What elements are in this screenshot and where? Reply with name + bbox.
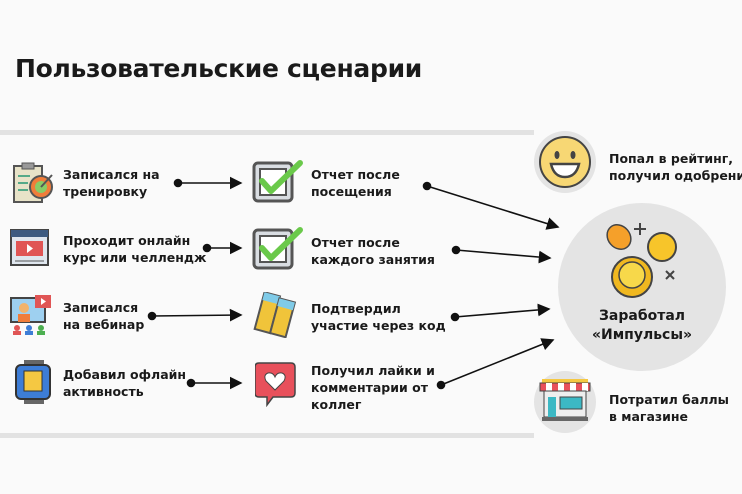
arrow-8: [436, 338, 555, 390]
clipboard-target-icon: [13, 162, 53, 203]
label: коллег: [311, 397, 362, 412]
confirmation-1: Отчет после посещения: [311, 166, 400, 200]
label: каждого занятия: [311, 252, 435, 267]
arrow-3: [147, 308, 243, 322]
bottom-divider: [0, 433, 534, 438]
label: в магазине: [609, 409, 689, 424]
earned-text: Заработал «Импульсы»: [558, 307, 726, 345]
label: «Импульсы»: [591, 327, 693, 343]
label: Заработал: [598, 308, 686, 324]
label: Отчет после: [311, 167, 400, 182]
label: посещения: [311, 184, 392, 199]
arrow-7: [450, 303, 551, 322]
earned-impulses-node: Заработал «Импульсы»: [558, 203, 726, 371]
action-scenario-3: Записался на вебинар: [63, 299, 144, 333]
store-icon: [539, 379, 591, 421]
webinar-icon: [10, 295, 51, 335]
confirmation-4: Получил лайки и комментарии от коллег: [311, 362, 435, 413]
arrow-1: [173, 176, 243, 190]
action-scenario-4: Добавил офлайн активность: [63, 366, 186, 400]
label: комментарии от: [311, 380, 428, 395]
label: на вебинар: [63, 317, 145, 332]
video-course-icon: [10, 229, 49, 266]
arrow-2: [202, 241, 243, 255]
label: Отчет после: [311, 235, 400, 250]
arrow-5: [422, 181, 560, 230]
coins-icon: [606, 223, 677, 298]
action-scenario-1: Записался на тренировку: [63, 166, 160, 200]
arrow-4: [186, 376, 243, 390]
confirmation-3: Подтвердил участие через код: [311, 300, 446, 334]
arrow-6: [451, 245, 552, 264]
label: Получил лайки и: [311, 363, 435, 378]
label: Записался: [63, 300, 139, 315]
checkbox-icon: [252, 227, 303, 270]
shop-text: Потратил баллы в магазине: [609, 391, 729, 425]
tickets-icon: [253, 292, 297, 338]
label: Подтвердил: [311, 301, 401, 316]
smartwatch-icon: [15, 360, 51, 404]
checkbox-icon: [252, 160, 303, 203]
action-scenario-2: Проходит онлайн курс или челлендж: [63, 232, 206, 266]
confirmation-2: Отчет после каждого занятия: [311, 234, 435, 268]
label: курс или челлендж: [63, 250, 207, 265]
page-title: Пользовательские сценарии: [15, 54, 423, 83]
label: тренировку: [63, 184, 148, 199]
top-divider: [0, 130, 534, 135]
label: Попал в рейтинг,: [609, 151, 733, 166]
label: активность: [63, 384, 144, 399]
label: Записался на: [63, 167, 160, 182]
rating-text: Попал в рейтинг, получил одобрение: [609, 150, 742, 184]
label: получил одобрение: [609, 168, 742, 183]
smiley-icon: [539, 136, 591, 188]
label: Проходит онлайн: [63, 233, 191, 248]
heart-message-icon: [255, 362, 296, 407]
label: Добавил офлайн: [63, 367, 187, 382]
label: участие через код: [311, 318, 446, 333]
shop-badge: [534, 371, 596, 433]
rating-badge: [534, 131, 596, 193]
label: Потратил баллы: [609, 392, 729, 407]
